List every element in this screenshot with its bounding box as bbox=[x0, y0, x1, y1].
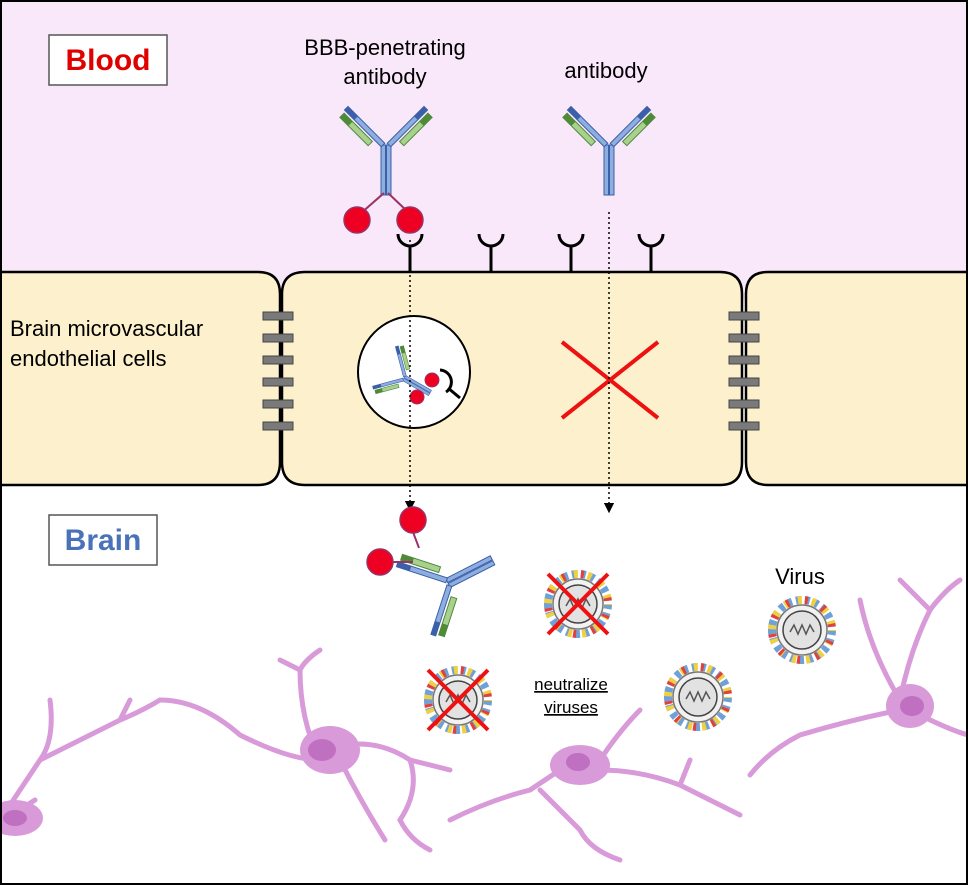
blood-label: Blood bbox=[66, 44, 151, 77]
neutralize-label-line2: viruses bbox=[544, 698, 598, 717]
endothelial-label-line1: Brain microvascular bbox=[10, 316, 203, 341]
vesicle-icon bbox=[357, 315, 471, 429]
endothelial-cell-center bbox=[280, 270, 744, 487]
neuron-icon bbox=[747, 577, 968, 778]
bbb-antibody-label-line1: BBB-penetrating bbox=[304, 35, 465, 60]
blood-label-box bbox=[48, 34, 168, 86]
bbb-penetrating-antibody-brain-icon bbox=[366, 506, 515, 644]
endothelial-label-line2: endothelial cells bbox=[10, 346, 167, 371]
cross-icon bbox=[546, 572, 610, 636]
neuron-icon bbox=[0, 647, 453, 853]
neuron-nucleus bbox=[308, 739, 336, 761]
endothelial-cell-left bbox=[0, 270, 282, 487]
brain-label: Brain bbox=[65, 524, 142, 557]
neuron-nucleus bbox=[900, 696, 924, 716]
bbb-antibody-label-line2: antibody bbox=[343, 64, 426, 89]
neuron-nucleus bbox=[566, 753, 590, 771]
cross-icon bbox=[560, 340, 660, 420]
virus-label: Virus bbox=[775, 564, 825, 589]
brain-label-box bbox=[48, 514, 158, 566]
neuron-icon bbox=[447, 707, 743, 863]
neutralize-label-line1: neutralize bbox=[534, 675, 608, 694]
neuron-nucleus bbox=[3, 810, 27, 826]
antibody-label: antibody bbox=[564, 58, 647, 83]
endothelial-cell-right bbox=[744, 270, 968, 487]
cross-icon bbox=[426, 668, 490, 732]
bbb-penetrating-antibody-icon bbox=[337, 105, 435, 234]
